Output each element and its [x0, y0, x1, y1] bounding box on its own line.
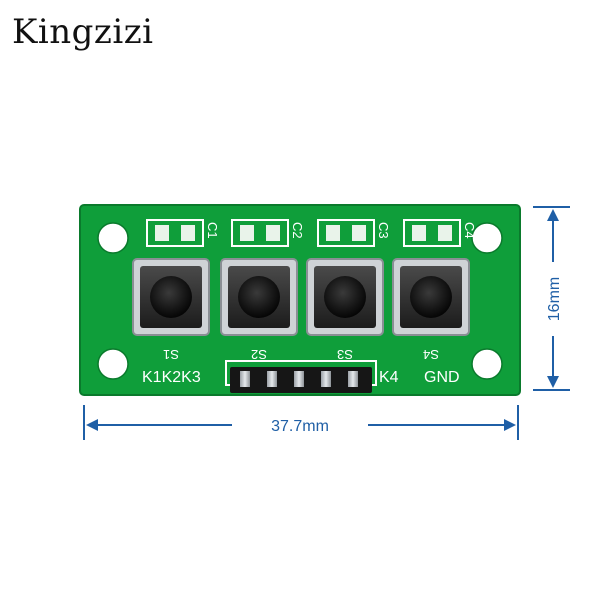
switch-label-s4: S4 [423, 347, 439, 362]
capacitor-pads [155, 225, 452, 241]
height-label: 16mm [546, 277, 563, 321]
capacitor-label-c4: C4 [462, 222, 477, 239]
tactile-button-s1 [132, 258, 210, 336]
tactile-button-s3 [306, 258, 384, 336]
capacitor-label-c1: C1 [205, 222, 220, 239]
tactile-button-s2 [220, 258, 298, 336]
brand-watermark: Kingzizi [12, 12, 154, 52]
width-dimension [83, 405, 519, 440]
capacitor-label-c2: C2 [290, 222, 305, 239]
pin-label-k1k2k3: K1K2K3 [142, 369, 201, 386]
switch-label-s2: S2 [251, 347, 267, 362]
height-dimension [533, 206, 570, 391]
capacitor-footprints [146, 219, 461, 247]
mounting-holes [97, 222, 503, 380]
width-label: 37.7mm [271, 418, 329, 435]
pcb-board [79, 204, 521, 396]
tactile-button-s4 [392, 258, 470, 336]
pin-header [230, 367, 372, 393]
switch-label-s1: S1 [163, 347, 179, 362]
switch-label-s3: S3 [337, 347, 353, 362]
pin-label-k4: K4 [379, 369, 399, 386]
capacitor-label-c3: C3 [376, 222, 391, 239]
pin-label-gnd: GND [424, 369, 460, 386]
